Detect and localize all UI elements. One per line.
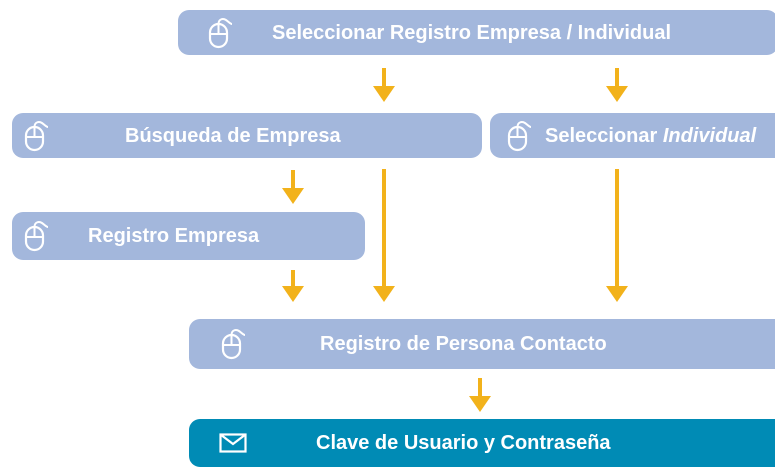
arrow-to-company-search (373, 68, 395, 102)
select-individual-label-emphasis: Individual (662, 124, 757, 147)
select-individual-label: Seleccionar Individual (545, 126, 756, 146)
contact-registration-step[interactable]: Registro de Persona Contacto (189, 319, 775, 369)
select-individual-step[interactable]: Seleccionar Individual (490, 113, 775, 158)
mouse-icon (208, 17, 234, 49)
arrow-to-credentials (469, 378, 491, 412)
arrow-individual-to-contact (606, 169, 628, 302)
contact-registration-label: Registro de Persona Contacto (320, 333, 607, 355)
select-registration-type-label: Seleccionar Registro Empresa / Individua… (272, 21, 672, 44)
envelope-icon (219, 433, 247, 453)
mouse-icon (24, 220, 50, 252)
company-registration-label: Registro Empresa (88, 225, 260, 247)
arrow-to-select-individual (606, 68, 628, 102)
arrow-search-to-contact (373, 169, 395, 302)
select-registration-type-step[interactable]: Seleccionar Registro Empresa / Individua… (178, 10, 775, 55)
company-search-label: Búsqueda de Empresa (125, 124, 341, 147)
select-individual-label-prefix: Seleccionar (545, 124, 663, 147)
arrow-to-company-registration (282, 170, 304, 204)
credentials-label: Clave de Usuario y Contraseña (316, 432, 611, 454)
mouse-icon (221, 328, 247, 360)
mouse-icon (24, 120, 50, 152)
credentials-step[interactable]: Clave de Usuario y Contraseña (189, 419, 775, 467)
company-registration-step[interactable]: Registro Empresa (12, 212, 365, 260)
mouse-icon (507, 120, 533, 152)
company-search-step[interactable]: Búsqueda de Empresa (12, 113, 482, 158)
arrow-company-to-contact (282, 270, 304, 302)
